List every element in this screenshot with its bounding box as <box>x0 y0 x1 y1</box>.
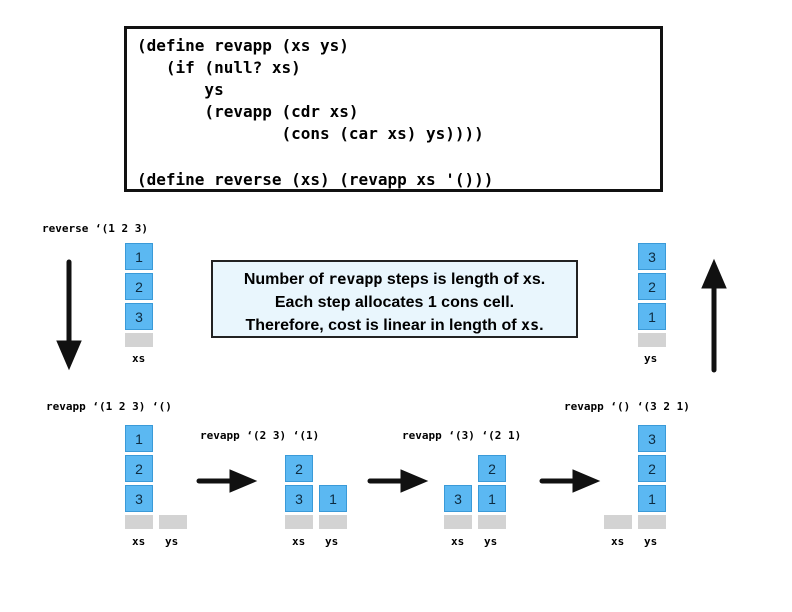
cons-cell: 1 <box>125 425 153 452</box>
nil-cell <box>638 333 666 347</box>
cons-cell: 1 <box>638 485 666 512</box>
arrow-right-icon <box>196 469 258 493</box>
xs-label: xs <box>451 535 465 548</box>
info-text: . <box>539 317 544 334</box>
step2-label: revapp ‘(3) ‘(2 1) <box>402 429 522 442</box>
info-text: Therefore, cost is linear in length of <box>245 317 522 334</box>
info-box: Number of revapp steps is length of xs. … <box>211 260 578 338</box>
cons-cell: 2 <box>638 273 666 300</box>
cons-cell: 2 <box>478 455 506 482</box>
info-line-2: Each step allocates 1 cons cell. <box>274 294 515 311</box>
cons-cell: 3 <box>638 243 666 270</box>
nil-cell <box>604 515 632 529</box>
nil-cell <box>285 515 313 529</box>
nil-cell <box>319 515 347 529</box>
code-line: (revapp (cdr xs) <box>137 102 359 121</box>
cons-cell: 3 <box>125 303 153 330</box>
info-line-3: Therefore, cost is linear in length of x… <box>213 314 576 337</box>
step0-label: revapp ‘(1 2 3) ‘() <box>46 400 172 413</box>
info-text: Number of <box>243 271 329 288</box>
cons-cell: 2 <box>125 455 153 482</box>
cons-cell: 2 <box>638 455 666 482</box>
arrow-up-icon <box>701 258 727 373</box>
cons-cell: 1 <box>638 303 666 330</box>
xs-label: xs <box>292 535 306 548</box>
arrow-right-icon <box>367 469 429 493</box>
code-line: (if (null? xs) <box>137 58 301 77</box>
nil-cell <box>444 515 472 529</box>
info-code: revapp <box>328 270 383 288</box>
code-line: (define revapp (xs ys) <box>137 36 349 55</box>
code-line: (define reverse (xs) (revapp xs '())) <box>137 170 494 189</box>
cons-cell: 3 <box>638 425 666 452</box>
xs-label: xs <box>611 535 625 548</box>
cons-cell: 2 <box>125 273 153 300</box>
ys-label: ys <box>644 535 658 548</box>
cons-cell: 3 <box>285 485 313 512</box>
nil-cell <box>159 515 187 529</box>
info-line-1: Number of revapp steps is length of xs. <box>213 268 576 291</box>
step3-label: revapp ‘() ‘(3 2 1) <box>564 400 690 413</box>
arrow-down-icon <box>56 259 82 371</box>
cons-cell: 1 <box>125 243 153 270</box>
nil-cell <box>125 515 153 529</box>
ys-label: ys <box>644 352 658 365</box>
nil-cell <box>125 333 153 347</box>
step1-label: revapp ‘(2 3) ‘(1) <box>200 429 320 442</box>
code-line: ys <box>137 80 224 99</box>
nil-cell <box>478 515 506 529</box>
code-box: (define revapp (xs ys) (if (null? xs) ys… <box>124 26 663 192</box>
cons-cell: 3 <box>125 485 153 512</box>
cons-cell: 2 <box>285 455 313 482</box>
ys-label: ys <box>484 535 498 548</box>
xs-label: xs <box>132 535 146 548</box>
info-text: steps is length of xs. <box>382 271 546 288</box>
cons-cell: 1 <box>319 485 347 512</box>
ys-label: ys <box>325 535 339 548</box>
cons-cell: 3 <box>444 485 472 512</box>
ys-label: ys <box>165 535 179 548</box>
code-line: (cons (car xs) ys)))) <box>137 124 484 143</box>
xs-label: xs <box>132 352 146 365</box>
nil-cell <box>638 515 666 529</box>
info-code: xs <box>521 316 540 334</box>
cons-cell: 1 <box>478 485 506 512</box>
reverse-call-label: reverse ‘(1 2 3) <box>42 222 148 235</box>
arrow-right-icon <box>539 469 601 493</box>
